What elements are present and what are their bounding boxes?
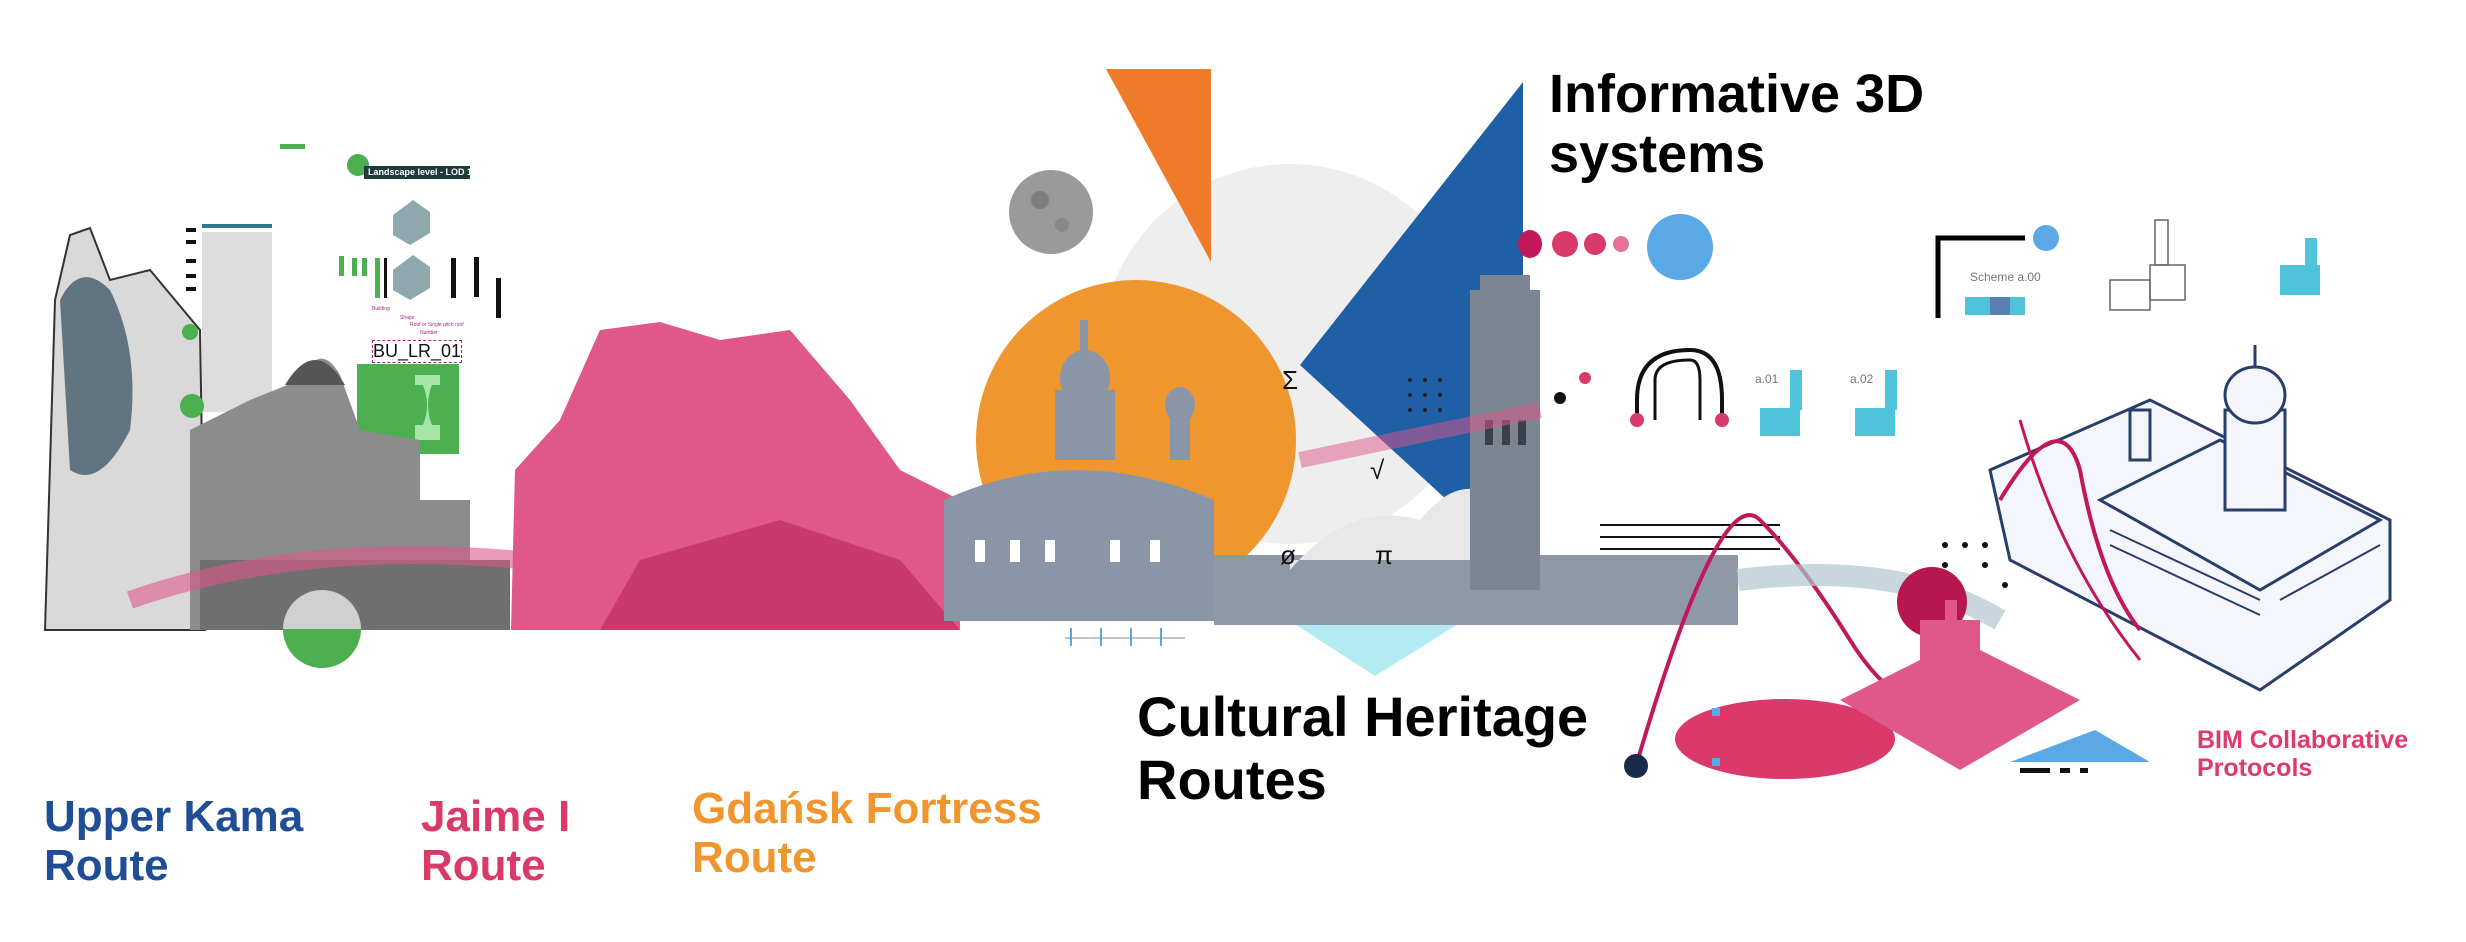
upper-kama-route-label: Upper Kama Route <box>44 792 303 891</box>
lod-label: Landscape level - LOD 100 <box>368 167 483 177</box>
symbol-root: √ <box>1370 455 1385 485</box>
bim-line: Protocols <box>2197 754 2313 782</box>
heading-line: Routes <box>1137 747 1327 811</box>
bim-protocols-label: BIM Collaborative Protocols <box>2197 726 2408 782</box>
bim-building <box>1988 345 2392 692</box>
central-church <box>944 320 1214 621</box>
symbol-empty-set: ø <box>1280 540 1296 570</box>
blue-dot <box>1647 214 1713 280</box>
bim-line: BIM Collaborative <box>2197 726 2409 754</box>
orange-triangle <box>1106 69 1211 262</box>
code-part-building: Building <box>372 306 390 312</box>
variant-2-label: a.02 <box>1850 372 1874 386</box>
code-label: BU_LR_01 <box>372 340 463 363</box>
code-part-shape: Shape <box>400 315 415 321</box>
scheme-label: Scheme a.00 <box>1970 270 2041 284</box>
jaime-route-label: Jaime I Route <box>421 792 570 891</box>
heading-line: Cultural Heritage <box>1137 685 1589 748</box>
variant-1-label: a.01 <box>1755 372 1779 386</box>
code-part-number: Number <box>420 330 438 336</box>
route-line: Jaime I <box>421 792 571 841</box>
code-part-roof: Roof or Single pitch roof <box>410 322 464 328</box>
heading-line: Informative 3D <box>1549 64 1925 124</box>
route-line: Route <box>44 841 169 891</box>
informative-3d-heading: Informative 3D systems <box>1549 64 1924 185</box>
symbol-pi: π <box>1375 540 1393 570</box>
gdansk-route-label: Gdańsk Fortress Route <box>692 784 1042 883</box>
route-line: Upper Kama <box>44 792 304 841</box>
route-line: Route <box>692 833 817 883</box>
route-line: Route <box>421 841 546 891</box>
red-dots <box>1518 230 1629 258</box>
heading-line: systems <box>1549 124 1766 185</box>
symbol-sigma: Σ <box>1282 365 1299 395</box>
blue-triangle <box>1300 82 1523 570</box>
cultural-heritage-heading: Cultural Heritage Routes <box>1137 685 1589 811</box>
pink-church <box>1840 600 2080 770</box>
moon <box>1009 170 1093 254</box>
route-line: Gdańsk Fortress <box>692 784 1042 833</box>
